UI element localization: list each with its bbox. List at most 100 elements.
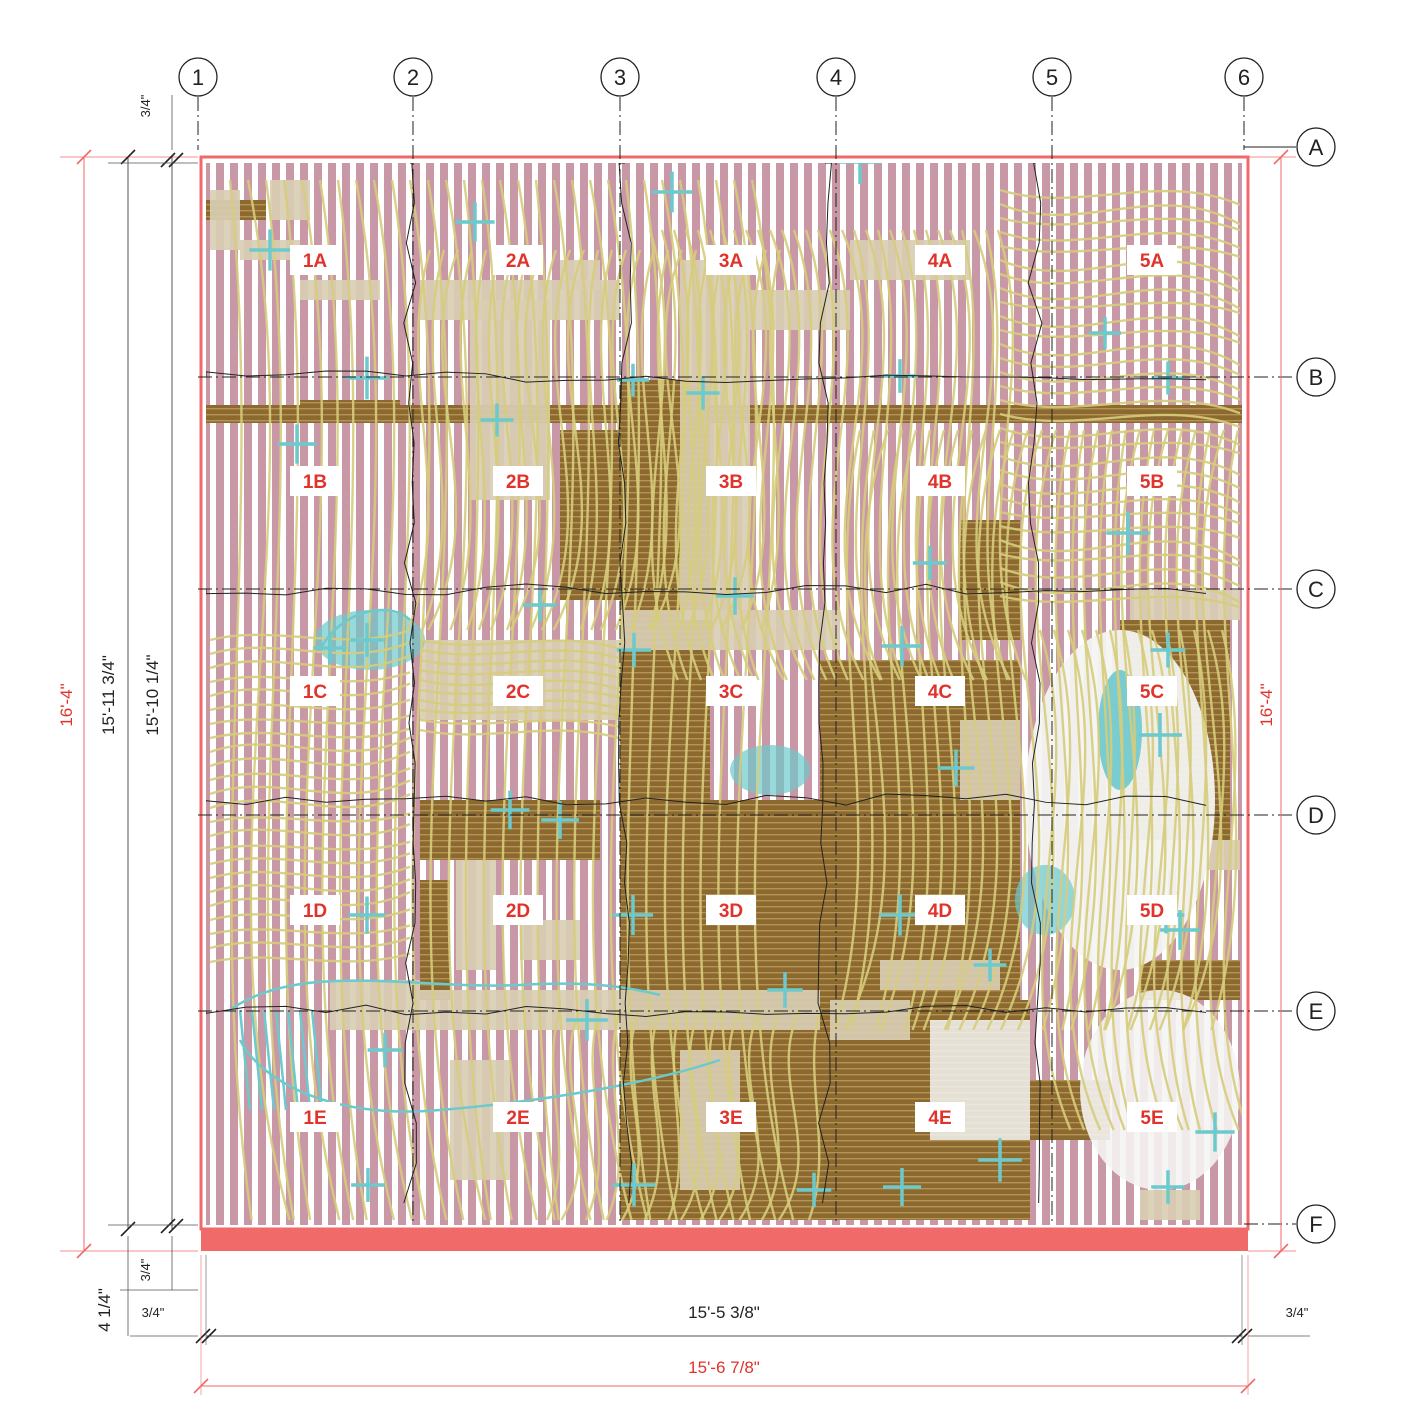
contour-line (642, 179, 678, 1221)
dim-left-inner: 15'-10 1/4" (143, 654, 162, 735)
cell-label-1D: 1D (290, 895, 340, 925)
cell-label-bg (290, 895, 340, 925)
contour-line (999, 244, 1241, 258)
cell-label-text: 2B (506, 472, 530, 493)
row-bubble-label: A (1309, 135, 1324, 160)
cell-label-5E: 5E (1127, 1102, 1177, 1132)
contour-line (999, 188, 1241, 206)
cell-label-text: 3C (719, 682, 744, 703)
cell-label-bg (493, 1102, 543, 1132)
cell-label-1A: 1A (290, 245, 340, 275)
panel-artwork (206, 163, 1242, 1225)
contour-line (1206, 629, 1240, 1131)
cell-label-bg (915, 245, 965, 275)
contour-line (816, 229, 849, 681)
contour-line (999, 398, 1241, 415)
teal-lens (730, 745, 810, 795)
dimension-line (195, 1328, 211, 1344)
contour-line (936, 229, 975, 681)
contour-line (579, 249, 600, 631)
dim-bottom-left-small: 3/4" (142, 1305, 165, 1320)
cell-label-bg (493, 466, 543, 496)
contour-line (560, 1009, 582, 1221)
cell-label-4E: 4E (915, 1102, 965, 1132)
contour-line (999, 216, 1241, 232)
cell-label-bg (290, 245, 340, 275)
beige-block (456, 860, 496, 970)
dimension-line (1237, 1328, 1253, 1344)
cell-label-text: 5E (1140, 1108, 1163, 1129)
contour-line (760, 1009, 782, 1221)
column-bubble-circle (600, 57, 640, 97)
column-bubble-circle (1224, 57, 1264, 97)
cell-label-4C: 4C (915, 676, 965, 706)
cell-label-bg (915, 676, 965, 706)
contour-line (419, 718, 621, 729)
column-bubble-circle (393, 57, 433, 97)
contour-line (466, 249, 488, 631)
cell-seam (617, 163, 633, 1204)
row-bubble-circle (1296, 991, 1336, 1031)
contour-line (209, 936, 411, 950)
teal-stroke (238, 1009, 252, 1111)
contour-line (744, 229, 785, 681)
contour-line (780, 229, 816, 681)
contour-line (209, 823, 411, 838)
contour-line (740, 249, 768, 631)
cell-label-bg (493, 676, 543, 706)
cell-label-4A: 4A (915, 245, 965, 275)
contour-line (843, 429, 890, 1031)
beige-block (830, 1000, 910, 1040)
contour-line (209, 714, 411, 726)
cell-label-text: 1C (303, 682, 328, 703)
contour-line (390, 179, 427, 1221)
cell-seam (206, 793, 1207, 806)
row-bubble-F: F (1296, 1204, 1336, 1244)
cell-label-text: 5A (1140, 251, 1165, 272)
contour-line (672, 229, 703, 681)
column-bubble-label: 6 (1238, 65, 1250, 90)
dim-bottom-left-total: 4 1/4" (95, 1288, 114, 1332)
panel-base-strip (201, 1229, 1248, 1251)
cell-label-3B: 3B (706, 466, 756, 496)
cell-label-bg (706, 245, 756, 275)
teal-stroke (310, 1009, 324, 1111)
cell-label-1C: 1C (290, 676, 340, 706)
contour-line (1069, 429, 1100, 1031)
contour-line (1220, 629, 1242, 1118)
contour-line (605, 1009, 622, 1221)
contour-line (1038, 629, 1072, 1131)
dim-right-outer: 16'-4" (1257, 683, 1276, 726)
contour-line (840, 229, 882, 681)
column-bubble-1: 1 (178, 57, 218, 97)
wood-block (300, 400, 400, 420)
contour-line (946, 429, 974, 1031)
cell-label-text: 5D (1140, 901, 1164, 922)
contour-line (419, 728, 621, 740)
contour-line (999, 454, 1241, 477)
contour-line (904, 429, 932, 1031)
contour-line (209, 698, 411, 712)
teal-arc (318, 608, 411, 651)
contour-line (209, 629, 411, 642)
contour-line (999, 314, 1241, 338)
cell-label-2D: 2D (493, 895, 543, 925)
contour-line (419, 668, 621, 680)
cell-label-bg (493, 895, 543, 925)
column-bubble-2: 2 (393, 57, 433, 97)
contour-line (1080, 629, 1115, 1131)
row-bubble-label: E (1309, 999, 1324, 1024)
cell-label-text: 4C (928, 682, 953, 703)
contour-line (509, 249, 544, 631)
contour-line (209, 852, 411, 866)
contour-line (999, 230, 1241, 250)
row-bubble-label: B (1309, 365, 1324, 390)
contour-line (209, 767, 411, 782)
dimension-line (120, 149, 136, 165)
dimension-line (120, 1221, 136, 1237)
contour-line (552, 179, 592, 1221)
contour-line (419, 708, 621, 717)
column-bubble-4: 4 (816, 57, 856, 97)
wood-block (420, 880, 450, 1000)
